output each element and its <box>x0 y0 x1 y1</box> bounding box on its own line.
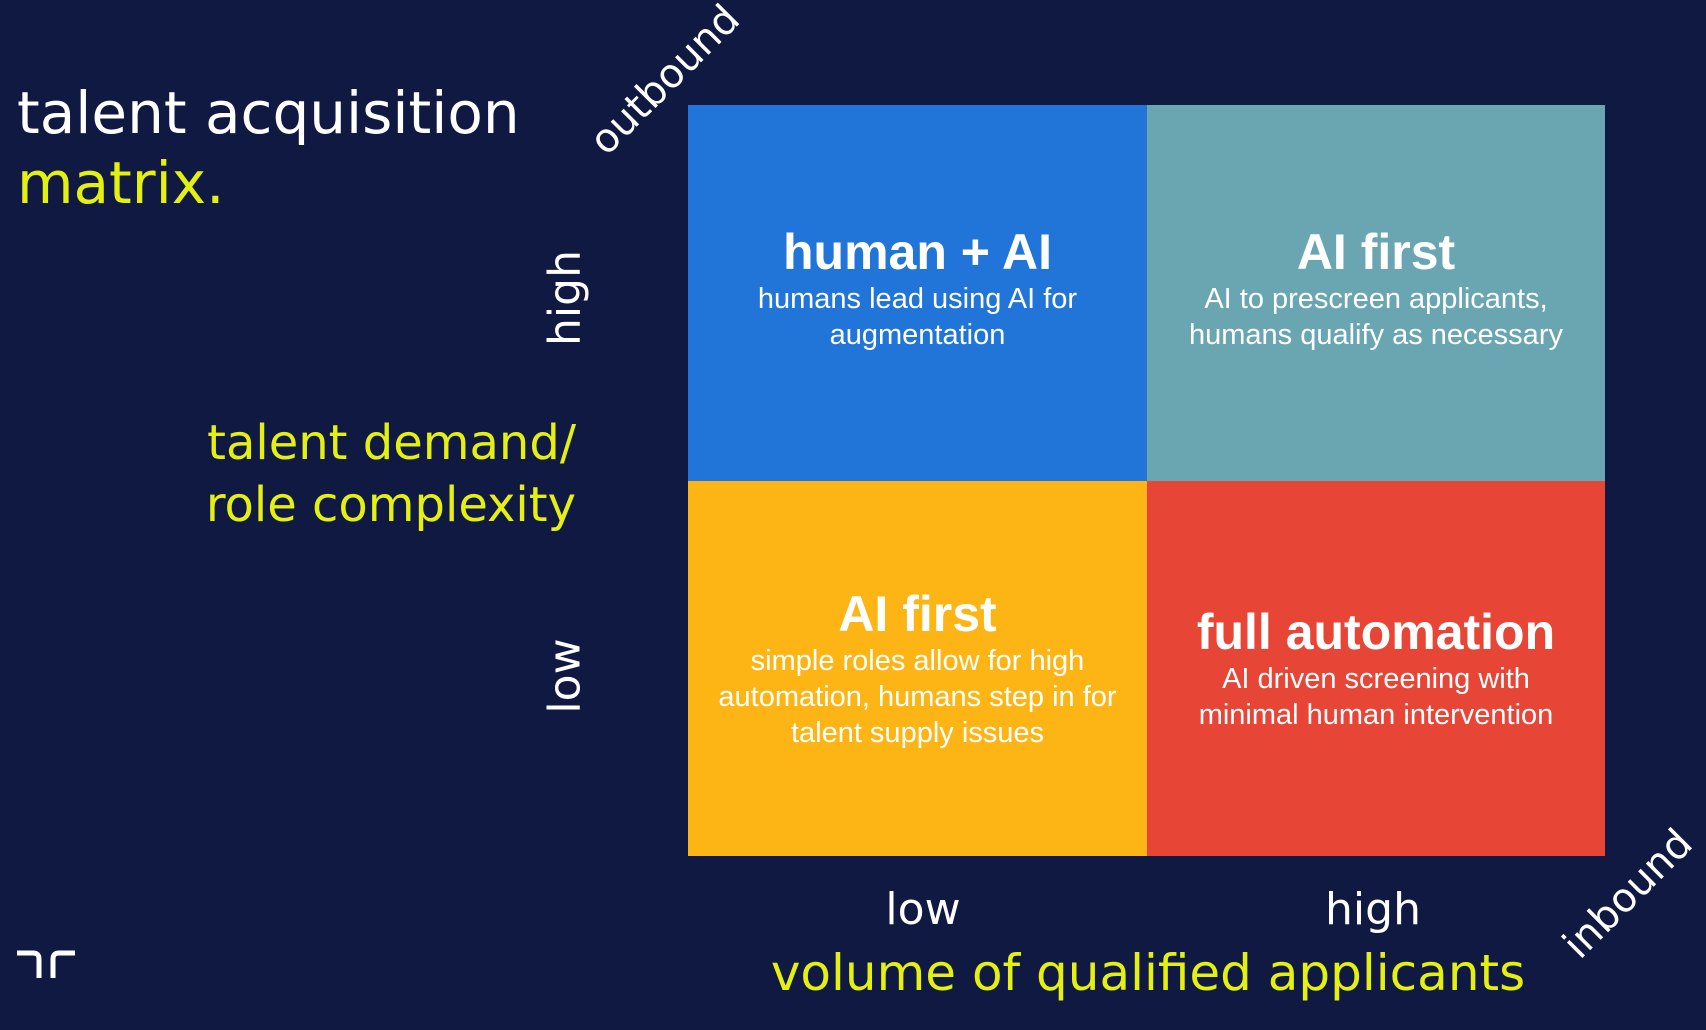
description-line: AI driven screening with <box>1222 663 1530 695</box>
y-axis-title: talent demand/ role complexity <box>206 412 576 536</box>
quadrant-description: AI to prescreen applicants, humans quali… <box>1189 281 1563 353</box>
description-line: simple roles allow for high <box>750 645 1085 677</box>
x-axis-title: volume of qualified applicants <box>770 944 1526 1002</box>
quadrant-top-right: AI first AI to prescreen applicants, hum… <box>1147 105 1605 481</box>
quadrant-bottom-left: AI first simple roles allow for high aut… <box>688 481 1147 856</box>
description-line: automation, humans step in for <box>718 681 1117 713</box>
quadrant-title: AI first <box>838 586 997 642</box>
brand-logo-icon <box>17 950 75 978</box>
description-line: augmentation <box>829 319 1006 351</box>
description-line: talent supply issues <box>790 717 1045 749</box>
title-line-2: matrix. <box>17 149 225 217</box>
y-axis-low-label: low <box>539 638 591 714</box>
description-line: minimal human intervention <box>1198 699 1554 731</box>
quadrant-title: human + AI <box>782 224 1053 280</box>
description-line: humans qualify as necessary <box>1189 319 1563 351</box>
quadrant-title: full automation <box>1196 604 1556 660</box>
description-line: humans lead using AI for <box>757 283 1078 315</box>
quadrant-title: AI first <box>1296 224 1456 280</box>
y-axis-title-line-1: talent demand/ <box>207 415 576 471</box>
description-line: AI to prescreen applicants, <box>1204 283 1548 315</box>
y-axis-high-label: high <box>539 250 591 346</box>
quadrant-description: humans lead using AI for augmentation <box>758 281 1077 353</box>
quadrant-description: simple roles allow for high automation, … <box>718 643 1116 751</box>
quadrant-bottom-right: full automation AI driven screening with… <box>1147 481 1605 856</box>
x-axis-low-label: low <box>885 884 961 935</box>
quadrant-description: AI driven screening with minimal human i… <box>1199 661 1554 733</box>
title-line-1: talent acquisition <box>17 79 520 147</box>
y-axis-title-line-2: role complexity <box>205 477 576 533</box>
page-title: talent acquisition matrix. <box>17 78 520 218</box>
x-axis-high-label: high <box>1325 884 1421 935</box>
quadrant-matrix: human + AI humans lead using AI for augm… <box>688 105 1605 856</box>
quadrant-top-left: human + AI humans lead using AI for augm… <box>688 105 1147 481</box>
